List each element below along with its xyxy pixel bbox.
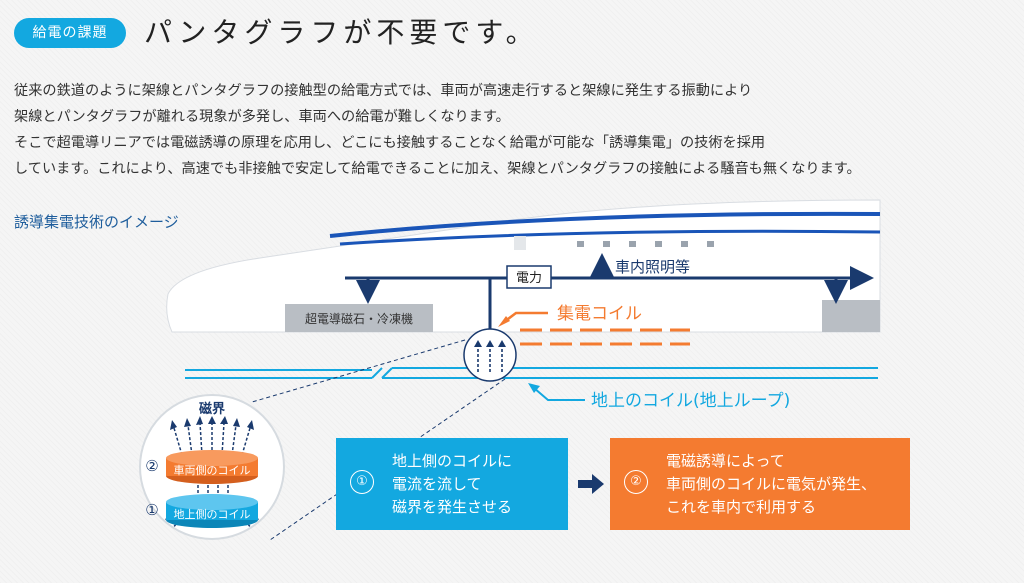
- ground-coil-label: 地上のコイル(地上ループ): [591, 391, 790, 411]
- step1-line: 地上側のコイルに: [392, 452, 513, 470]
- power-label: 電力: [516, 271, 542, 286]
- paragraph-line: 架線とパンタグラフが離れる現象が多発し、車両への給電が難しくなります。: [14, 109, 510, 125]
- small-field-arrows: [477, 346, 503, 372]
- step1-box: ① 地上側のコイルに 電流を流して 磁界を発生させる: [336, 438, 568, 530]
- num1-marker: ①: [145, 501, 158, 519]
- num2-marker: ②: [145, 457, 158, 475]
- rear-block: [822, 300, 880, 332]
- magnetic-field-label: 磁界: [199, 401, 225, 417]
- step1-line: 電流を流して: [392, 475, 482, 493]
- magnet-block: [285, 304, 433, 332]
- vehicle-coil-label: 車両側のコイル: [174, 463, 251, 477]
- collector-coil-label: 集電コイル: [557, 304, 642, 324]
- paragraph-line: そこで超電導リニアでは電磁誘導の原理を応用し、どこにも接触することなく給電が可能…: [14, 135, 766, 151]
- train-windows: [577, 241, 714, 247]
- paragraph-line: しています。これにより、高速でも非接触で安定して給電できることに加え、架線とパン…: [14, 161, 861, 177]
- page-title: パンタグラフが不要です。: [144, 16, 539, 49]
- step1-number: ①: [350, 470, 374, 494]
- ground-side-coil-label: 地上側のコイル: [174, 508, 251, 521]
- step2-line: これを車内で利用する: [666, 498, 817, 516]
- step2-line: 車両側のコイルに電気が発生、: [666, 475, 877, 493]
- step2-line: 電磁誘導によって: [666, 452, 785, 470]
- ground-coil: [185, 367, 878, 379]
- step2-box: ② 電磁誘導によって 車両側のコイルに電気が発生、 これを車内で利用する: [610, 438, 910, 530]
- step2-number: ②: [624, 470, 648, 494]
- description-paragraph: 従来の鉄道のように架線とパンタグラフの接触型の給電方式では、車両が高速走行すると…: [14, 78, 1014, 182]
- lighting-label: 車内照明等: [615, 258, 690, 276]
- step1-line: 磁界を発生させる: [392, 498, 513, 516]
- power-box: [506, 265, 552, 289]
- magnet-label: 超電導磁石・冷凍機: [305, 311, 413, 326]
- flow-arrow: [578, 474, 604, 494]
- paragraph-line: 従来の鉄道のように架線とパンタグラフの接触型の給電方式では、車両が高速走行すると…: [14, 83, 753, 99]
- section-badge: 給電の課題: [14, 18, 126, 48]
- diagram-caption: 誘導集電技術のイメージ: [14, 213, 179, 231]
